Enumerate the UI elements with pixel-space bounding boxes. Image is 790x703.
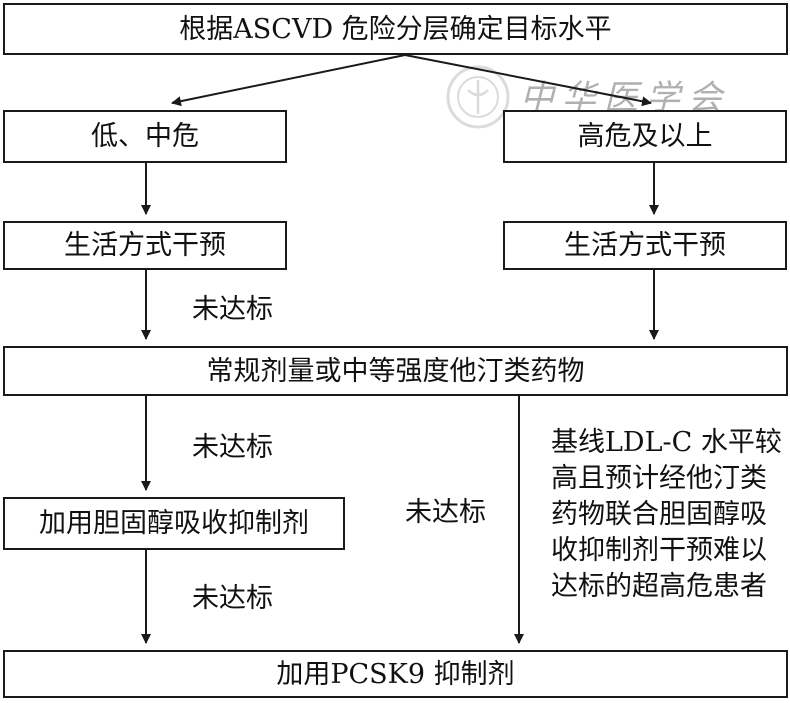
node-lifestyle-left: 生活方式干预	[3, 221, 287, 270]
watermark-seal-icon	[446, 65, 510, 129]
connector-root-to-high	[404, 54, 652, 107]
node-pcsk9: 加用PCSK9 抑制剂	[3, 650, 788, 698]
side-note-line: 药物联合胆固醇吸	[551, 499, 767, 530]
side-note-very-high-risk: 基线LDL-C 水平较 高且预计经他汀类 药物联合胆固醇吸 收抑制剂干预难以 达…	[551, 425, 782, 605]
side-note-line: 收抑制剂干预难以	[551, 535, 767, 566]
side-note-line: 基线LDL-C 水平较	[551, 427, 782, 458]
node-high-risk: 高危及以上	[503, 110, 787, 163]
node-root: 根据ASCVD 危险分层确定目标水平	[3, 3, 788, 55]
edge-label-not-reached-3: 未达标	[405, 497, 486, 528]
edge-label-not-reached-4: 未达标	[192, 583, 273, 614]
edge-label-not-reached-1: 未达标	[192, 294, 273, 325]
edge-label-not-reached-2: 未达标	[192, 432, 273, 463]
node-statin: 常规剂量或中等强度他汀类药物	[3, 346, 788, 396]
node-lifestyle-right: 生活方式干预	[503, 221, 787, 270]
side-note-line: 高且预计经他汀类	[551, 463, 767, 494]
node-low-mid-risk: 低、中危	[3, 110, 287, 163]
connector-root-to-lowmid	[171, 54, 406, 107]
side-note-line: 达标的超高危患者	[551, 571, 767, 602]
node-ezetimibe: 加用胆固醇吸收抑制剂	[3, 497, 345, 550]
